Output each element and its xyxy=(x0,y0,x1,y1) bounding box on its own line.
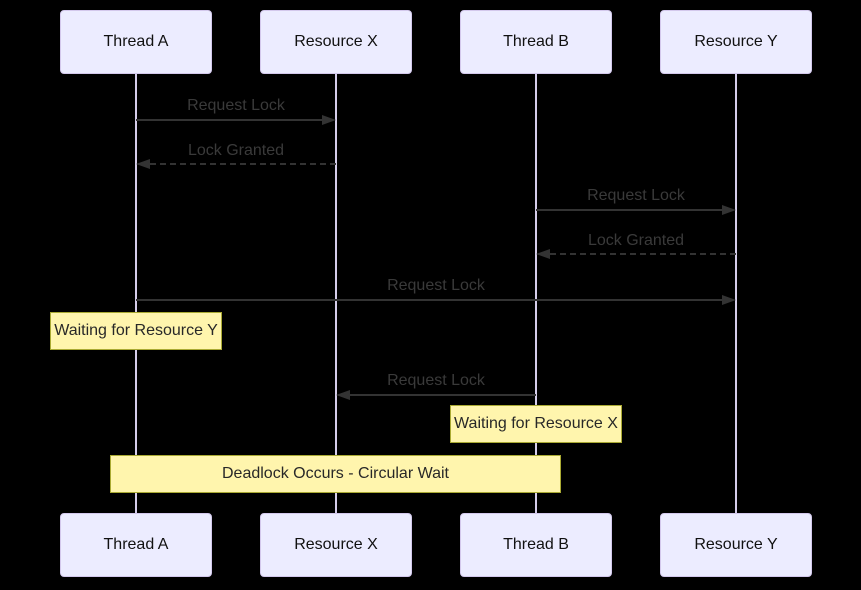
note-waiting-for-resource-y: Waiting for Resource Y xyxy=(50,312,222,350)
actor-thread-a-top: Thread A xyxy=(60,10,212,74)
message-6-arrowhead-icon xyxy=(336,390,350,400)
lifeline-thread-a xyxy=(135,74,137,513)
note-waiting-for-resource-x-label: Waiting for Resource X xyxy=(454,415,618,432)
message-6-label: Request Lock xyxy=(387,372,485,389)
message-3-line xyxy=(536,209,724,211)
lifeline-thread-b xyxy=(535,74,537,513)
message-5-label: Request Lock xyxy=(387,277,485,294)
message-1-line xyxy=(136,119,324,121)
message-1-arrowhead-icon xyxy=(322,115,336,125)
lifeline-resource-y xyxy=(735,74,737,513)
actor-thread-b-bottom: Thread B xyxy=(460,513,612,577)
actor-thread-b-label: Thread B xyxy=(503,33,569,50)
actor-thread-b-label: Thread B xyxy=(503,536,569,553)
actor-thread-a-bottom: Thread A xyxy=(60,513,212,577)
message-5-arrowhead-icon xyxy=(722,295,736,305)
actor-resource-y-label: Resource Y xyxy=(694,33,778,50)
message-3-label: Request Lock xyxy=(587,187,685,204)
actor-thread-a-label: Thread A xyxy=(103,33,169,50)
message-3-arrowhead-icon xyxy=(722,205,736,215)
message-4-label: Lock Granted xyxy=(587,232,685,249)
message-2-line xyxy=(150,163,336,165)
note-waiting-for-resource-y-label: Waiting for Resource Y xyxy=(54,322,218,339)
note-deadlock-occurs: Deadlock Occurs - Circular Wait xyxy=(110,455,561,493)
message-4-arrowhead-icon xyxy=(536,249,550,259)
note-waiting-for-resource-x: Waiting for Resource X xyxy=(450,405,622,443)
actor-thread-b-top: Thread B xyxy=(460,10,612,74)
actor-resource-x-label: Resource X xyxy=(294,536,378,553)
message-2-label: Lock Granted xyxy=(187,142,285,159)
message-2-arrowhead-icon xyxy=(136,159,150,169)
message-4-line xyxy=(550,253,736,255)
lifeline-resource-x xyxy=(335,74,337,513)
message-6-line xyxy=(350,394,536,396)
actor-resource-x-bottom: Resource X xyxy=(260,513,412,577)
actor-resource-x-top: Resource X xyxy=(260,10,412,74)
note-deadlock-occurs-label: Deadlock Occurs - Circular Wait xyxy=(221,465,449,482)
actor-resource-x-label: Resource X xyxy=(294,33,378,50)
actor-resource-y-top: Resource Y xyxy=(660,10,812,74)
actor-resource-y-bottom: Resource Y xyxy=(660,513,812,577)
message-1-label: Request Lock xyxy=(187,97,285,114)
actor-thread-a-label: Thread A xyxy=(103,536,169,553)
actor-resource-y-label: Resource Y xyxy=(694,536,778,553)
message-5-line xyxy=(136,299,722,301)
